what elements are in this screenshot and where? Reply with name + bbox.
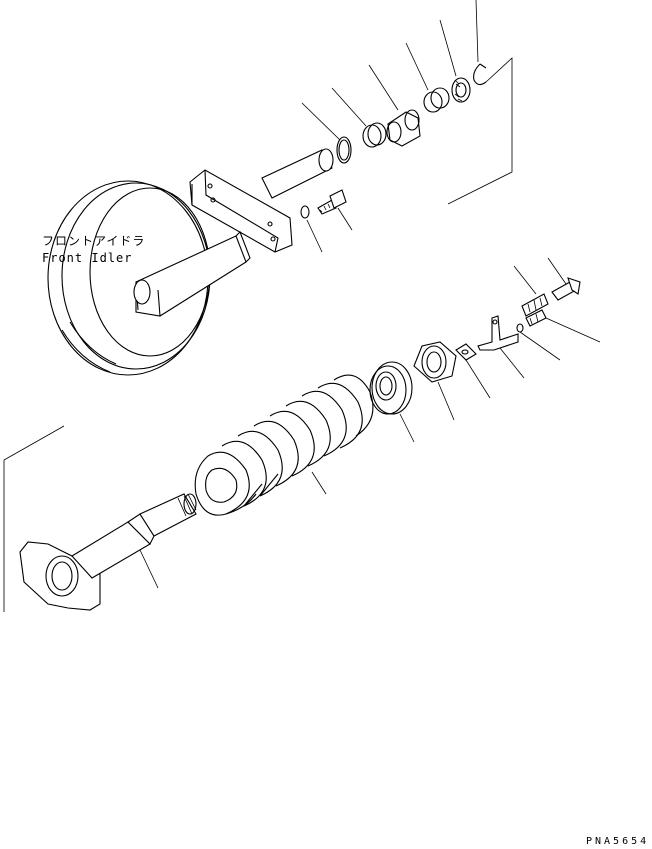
lock-plate	[455, 343, 477, 361]
yoke-plate	[189, 169, 293, 253]
callout-leader-spring	[311, 471, 327, 495]
adjuster-nut	[413, 341, 457, 383]
front-idler-label-jp: フロントアイドラ	[42, 234, 146, 248]
grease-nipple	[521, 293, 549, 317]
drawing-code: PNA5654	[586, 836, 650, 847]
group-bracket-top	[447, 57, 513, 205]
front-idler-label-en: Front Idler	[42, 251, 133, 265]
callout-leader-rod	[139, 549, 159, 589]
bracket-plate	[477, 315, 519, 351]
recoil-rod	[19, 493, 197, 611]
bearing	[451, 77, 471, 103]
bolt	[317, 189, 347, 215]
idler-shaft	[261, 148, 334, 199]
o-ring	[336, 136, 352, 164]
callout-leaders-nut	[399, 381, 455, 443]
collar	[362, 122, 387, 148]
spacer	[423, 87, 450, 113]
group-bracket-bottom	[3, 425, 65, 612]
callout-leaders-fittings	[513, 257, 601, 361]
callout-leaders-plates	[465, 347, 525, 399]
idler-arm	[133, 231, 251, 317]
spring-retainer	[369, 361, 413, 415]
snap-ring	[473, 63, 487, 86]
elbow-fitting	[551, 277, 581, 301]
floating-seal	[386, 109, 421, 147]
recoil-spring	[194, 374, 374, 516]
washer-small	[300, 205, 310, 219]
washer-fitting	[516, 323, 524, 333]
callout-leaders-top	[301, 0, 479, 253]
